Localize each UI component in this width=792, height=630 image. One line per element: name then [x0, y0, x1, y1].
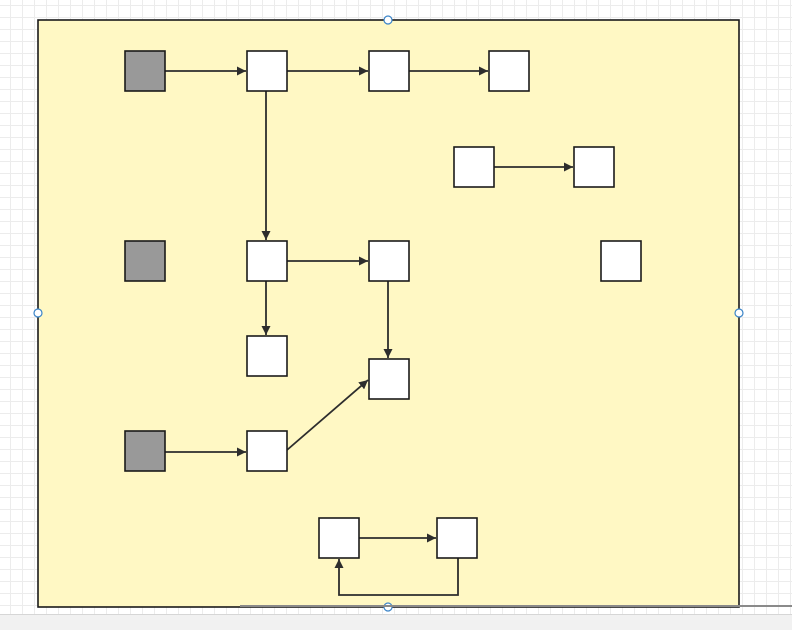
node-w11[interactable] [246, 430, 288, 472]
edge-w13-to-w12[interactable] [334, 558, 459, 596]
edge-w11-to-w10[interactable] [286, 379, 369, 451]
node-w10[interactable] [368, 358, 410, 400]
node-w3[interactable] [488, 50, 530, 92]
resize-handle-left[interactable] [33, 308, 43, 318]
node-w2[interactable] [368, 50, 410, 92]
resize-handle-top[interactable] [383, 15, 393, 25]
resize-handle-right[interactable] [734, 308, 744, 318]
node-w5[interactable] [573, 146, 615, 188]
status-strip [0, 614, 792, 630]
node-w13[interactable] [436, 517, 478, 559]
node-w4[interactable] [453, 146, 495, 188]
node-w6[interactable] [246, 240, 288, 282]
node-w7[interactable] [368, 240, 410, 282]
node-g1[interactable] [124, 50, 166, 92]
node-w12[interactable] [318, 517, 360, 559]
node-w1[interactable] [246, 50, 288, 92]
node-w9[interactable] [246, 335, 288, 377]
node-g3[interactable] [124, 430, 166, 472]
node-g2[interactable] [124, 240, 166, 282]
scrollbar-track[interactable] [240, 605, 792, 607]
node-w8[interactable] [600, 240, 642, 282]
